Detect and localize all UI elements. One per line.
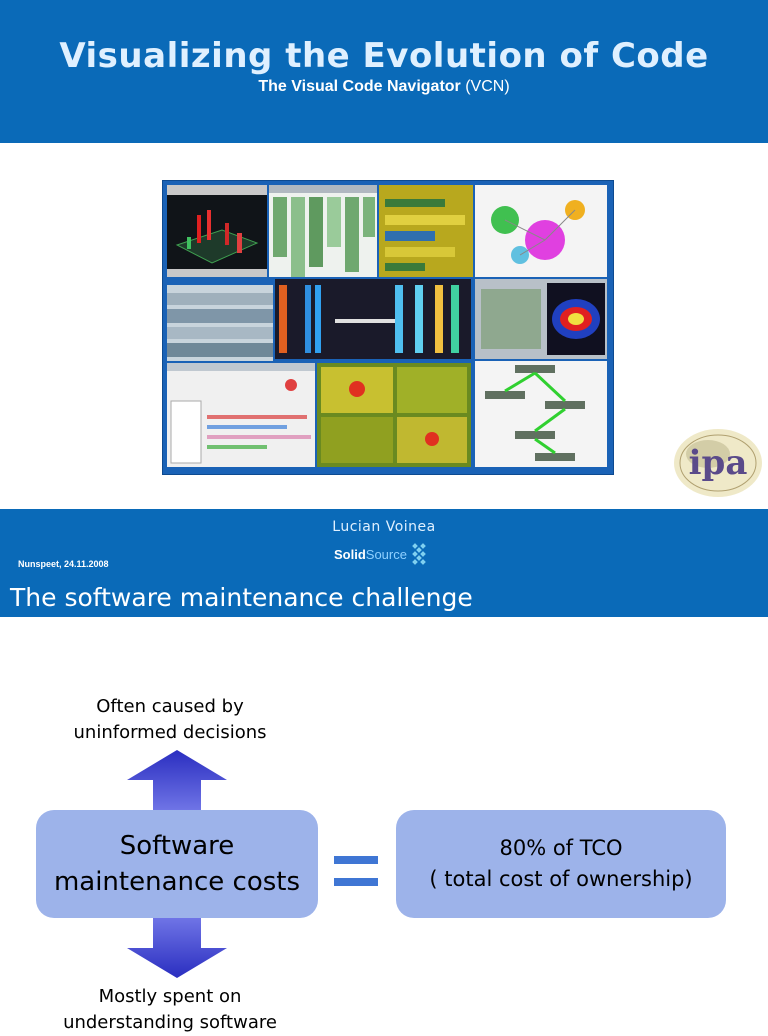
screenshot-collage: [162, 180, 614, 475]
caption-bottom-line1: Mostly spent on: [98, 986, 242, 1007]
equals-bar-bottom: [334, 878, 378, 886]
box-left-line1: Software: [119, 831, 235, 861]
equals-bar-top: [334, 856, 378, 864]
tile-yellow-graphic: [385, 199, 465, 271]
box-right-line1: 80% of TCO: [499, 836, 623, 860]
author-band: [0, 509, 768, 617]
tile-matrix-graphic: [279, 285, 459, 353]
caption-bottom: Mostly spent on understanding software: [40, 984, 300, 1036]
collage-tile-layers: [167, 285, 273, 361]
author-name: Lucian Voinea: [332, 519, 436, 535]
tile-graph-graphic: [491, 200, 585, 264]
date-location: Nunspeet, 24.11.2008: [18, 559, 109, 569]
maintenance-costs-box: Software maintenance costs: [36, 810, 318, 918]
box-right-line2: ( total cost of ownership): [429, 867, 693, 891]
collage-tile-graph: [475, 185, 607, 277]
arrow-up-icon: [127, 750, 227, 810]
subtitle-rest: (VCN): [460, 78, 510, 95]
collage-tile-heatmap: [317, 363, 471, 467]
tile-heatmap-graphic: [321, 367, 467, 463]
slide2-title: The software maintenance challenge: [10, 583, 473, 612]
tco-box: 80% of TCO ( total cost of ownership): [396, 810, 726, 918]
ipa-logo: ipa: [674, 429, 762, 497]
tile-flow-graphic: [485, 365, 585, 461]
arrow-down-icon: [127, 918, 227, 978]
tile-tree-graphic: [167, 363, 315, 464]
equals-sign-icon: [334, 856, 378, 888]
slide-subtitle: The Visual Code Navigator (VCN): [0, 78, 768, 96]
caption-top-line1: Often caused by: [96, 696, 244, 717]
solidsource-icon: [412, 543, 426, 565]
subtitle-bold: The Visual Code Navigator: [258, 78, 461, 95]
tile-orbit-graphic: [481, 283, 605, 355]
collage-tile-yellow: [379, 185, 473, 277]
collage-tile-3d-view: [167, 185, 267, 277]
collage-tile-orbit: [475, 279, 607, 359]
logo-text: ipa: [689, 443, 748, 483]
tile-layers-graphic: [167, 293, 273, 357]
caption-top-line2: uninformed decisions: [73, 722, 267, 743]
box-left-line2: maintenance costs: [53, 867, 301, 897]
collage-tile-matrix: [275, 279, 471, 359]
collage-tile-flow: [475, 361, 607, 467]
tile-3d-graphic: [167, 185, 267, 277]
collage-tile-bars: [269, 185, 377, 277]
caption-bottom-line2: understanding software: [63, 1012, 277, 1033]
brand-solid: Solid: [334, 546, 366, 562]
caption-top: Often caused by uninformed decisions: [40, 694, 300, 746]
tile-bars-graphic: [269, 185, 377, 277]
brand-source: Source: [365, 546, 407, 562]
title-band: [0, 0, 768, 143]
collage-tile-tree: [167, 363, 315, 467]
slide-title: Visualizing the Evolution of Code: [59, 36, 709, 76]
